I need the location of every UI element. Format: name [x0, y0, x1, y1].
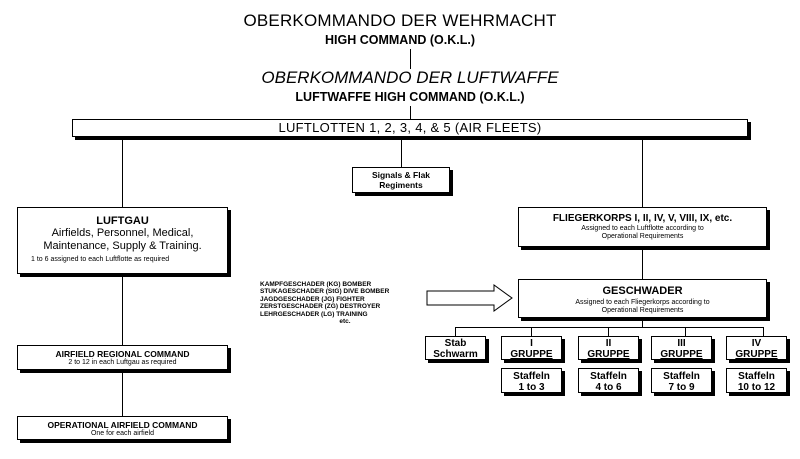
- fliegerkorps-box: FLIEGERKORPS I, II, IV, V, VIII, IX, etc…: [518, 207, 767, 247]
- geschwader-title: GESCHWADER: [602, 285, 683, 297]
- unit-type-item: KAMPFGESCHADER (KG) BOMBER: [260, 281, 372, 288]
- unit-type-item: LEHRGESCHADER (LG) TRAINING: [260, 310, 368, 318]
- staffeln-2-label: Staffeln: [590, 371, 627, 382]
- fliegerkorps-line2: Operational Requirements: [601, 233, 684, 240]
- connector-okl-luftlotten: [410, 106, 411, 119]
- gruppe-4-label: GRUPPE: [735, 349, 778, 360]
- okl-title: OBERKOMMANDO DER LUFTWAFFE: [261, 68, 559, 87]
- gruppe-2-box: II GRUPPE: [578, 336, 639, 360]
- gruppe-2-numeral: II: [605, 338, 612, 349]
- gruppe-1-numeral: I: [530, 338, 533, 349]
- operational-airfield-box: OPERATIONAL AIRFIELD COMMAND One for eac…: [17, 416, 228, 440]
- operational-airfield-note: One for each airfield: [90, 430, 155, 437]
- stab-schwarm-box: Stab Schwarm: [425, 336, 486, 360]
- okw-title: OBERKOMMANDO DER WEHRMACHT: [243, 11, 557, 30]
- connector-bus: [455, 327, 764, 328]
- fliegerkorps-title: FLIEGERKORPS I, II, IV, V, VIII, IX, etc…: [552, 213, 733, 224]
- staffeln-1-range: 1 to 3: [518, 382, 545, 393]
- connector-luftlotten-fliegerkorps: [642, 140, 643, 207]
- luftgau-line2: Maintenance, Supply & Training.: [43, 239, 202, 252]
- signals-flak-box: Signals & Flak Regiments: [352, 167, 450, 193]
- staffeln-3-box: Staffeln 7 to 9: [651, 368, 712, 393]
- connector-luftgau-regional: [122, 276, 123, 345]
- gruppe-1-box: I GRUPPE: [501, 336, 562, 360]
- staffeln-4-box: Staffeln 10 to 12: [726, 368, 787, 393]
- unit-type-item: ZERSTGESCHADER (ZG) DESTROYER: [260, 303, 381, 311]
- staffeln-2-range: 4 to 6: [595, 382, 622, 393]
- okw-subtitle: HIGH COMMAND (O.K.L.): [325, 33, 475, 47]
- signals-line1: Signals & Flak: [371, 170, 431, 180]
- unit-type-item: STUKAGESCHADER (StG) DIVE BOMBER: [260, 288, 390, 296]
- luftgau-box: LUFTGAU Airfields, Personnel, Medical, M…: [17, 207, 228, 274]
- connector-luftlotten-luftgau: [122, 140, 123, 207]
- luftlotten-box: LUFTLOTTEN 1, 2, 3, 4, & 5 (AIR FLEETS): [72, 119, 748, 137]
- stab-line2: Schwarm: [433, 349, 478, 360]
- connector-bus-gruppe-4: [763, 327, 764, 336]
- connector-bus-gruppe-1: [531, 327, 532, 336]
- gruppe-4-box: IV GRUPPE: [726, 336, 787, 360]
- luftgau-line1: Airfields, Personnel, Medical,: [51, 227, 194, 239]
- arrow-right-icon: [426, 284, 513, 312]
- staffeln-3-range: 7 to 9: [668, 382, 695, 393]
- gruppe-3-label: GRUPPE: [660, 349, 703, 360]
- staffeln-1-box: Staffeln 1 to 3: [501, 368, 562, 393]
- signals-line2: Regiments: [379, 179, 423, 190]
- unit-types-etc: etc.: [339, 318, 351, 326]
- unit-types-list: KAMPFGESCHADER (KG) BOMBER STUKAGESCHADE…: [260, 281, 440, 325]
- gruppe-4-numeral: IV: [751, 338, 762, 349]
- staffeln-4-label: Staffeln: [738, 371, 775, 382]
- airfield-regional-note: 2 to 12 in each Luftgau as required: [68, 359, 177, 366]
- fliegerkorps-line1: Assigned to each Luftflotte according to: [581, 225, 704, 232]
- staffeln-2-box: Staffeln 4 to 6: [578, 368, 639, 393]
- operational-airfield-title: OPERATIONAL AIRFIELD COMMAND: [47, 420, 198, 430]
- luftlotten-label: LUFTLOTTEN 1, 2, 3, 4, & 5 (AIR FLEETS): [278, 120, 542, 135]
- gruppe-3-numeral: III: [677, 338, 686, 349]
- airfield-regional-title: AIRFIELD REGIONAL COMMAND: [55, 349, 190, 359]
- staffeln-1-label: Staffeln: [513, 371, 550, 382]
- unit-type-item: JAGDGESCHADER (JG) FIGHTER: [260, 295, 365, 303]
- geschwader-line1: Assigned to each Fliegerkorps according …: [575, 299, 710, 306]
- staffeln-4-range: 10 to 12: [737, 382, 776, 393]
- connector-fliegerkorps-geschwader: [642, 249, 643, 279]
- gruppe-3-box: III GRUPPE: [651, 336, 712, 360]
- connector-bus-gruppe-2: [608, 327, 609, 336]
- gruppe-2-label: GRUPPE: [587, 349, 630, 360]
- connector-okw-okl: [410, 49, 411, 69]
- luftgau-note: 1 to 6 assigned to each Luftflotte as re…: [31, 256, 170, 263]
- connector-bus-gruppe-3: [685, 327, 686, 336]
- luftgau-title: LUFTGAU: [96, 215, 149, 227]
- connector-bus-stab: [455, 327, 456, 336]
- geschwader-box: GESCHWADER Assigned to each Fliegerkorps…: [518, 279, 767, 318]
- airfield-regional-box: AIRFIELD REGIONAL COMMAND 2 to 12 in eac…: [17, 345, 228, 370]
- gruppe-1-label: GRUPPE: [510, 349, 553, 360]
- stab-line1: Stab: [444, 338, 467, 349]
- connector-luftlotten-signals: [401, 140, 402, 167]
- connector-regional-operational: [122, 372, 123, 416]
- geschwader-line2: Operational Requirements: [601, 307, 684, 314]
- staffeln-3-label: Staffeln: [663, 371, 700, 382]
- okl-subtitle: LUFTWAFFE HIGH COMMAND (O.K.L.): [295, 90, 525, 104]
- connector-geschwader-bus: [642, 320, 643, 328]
